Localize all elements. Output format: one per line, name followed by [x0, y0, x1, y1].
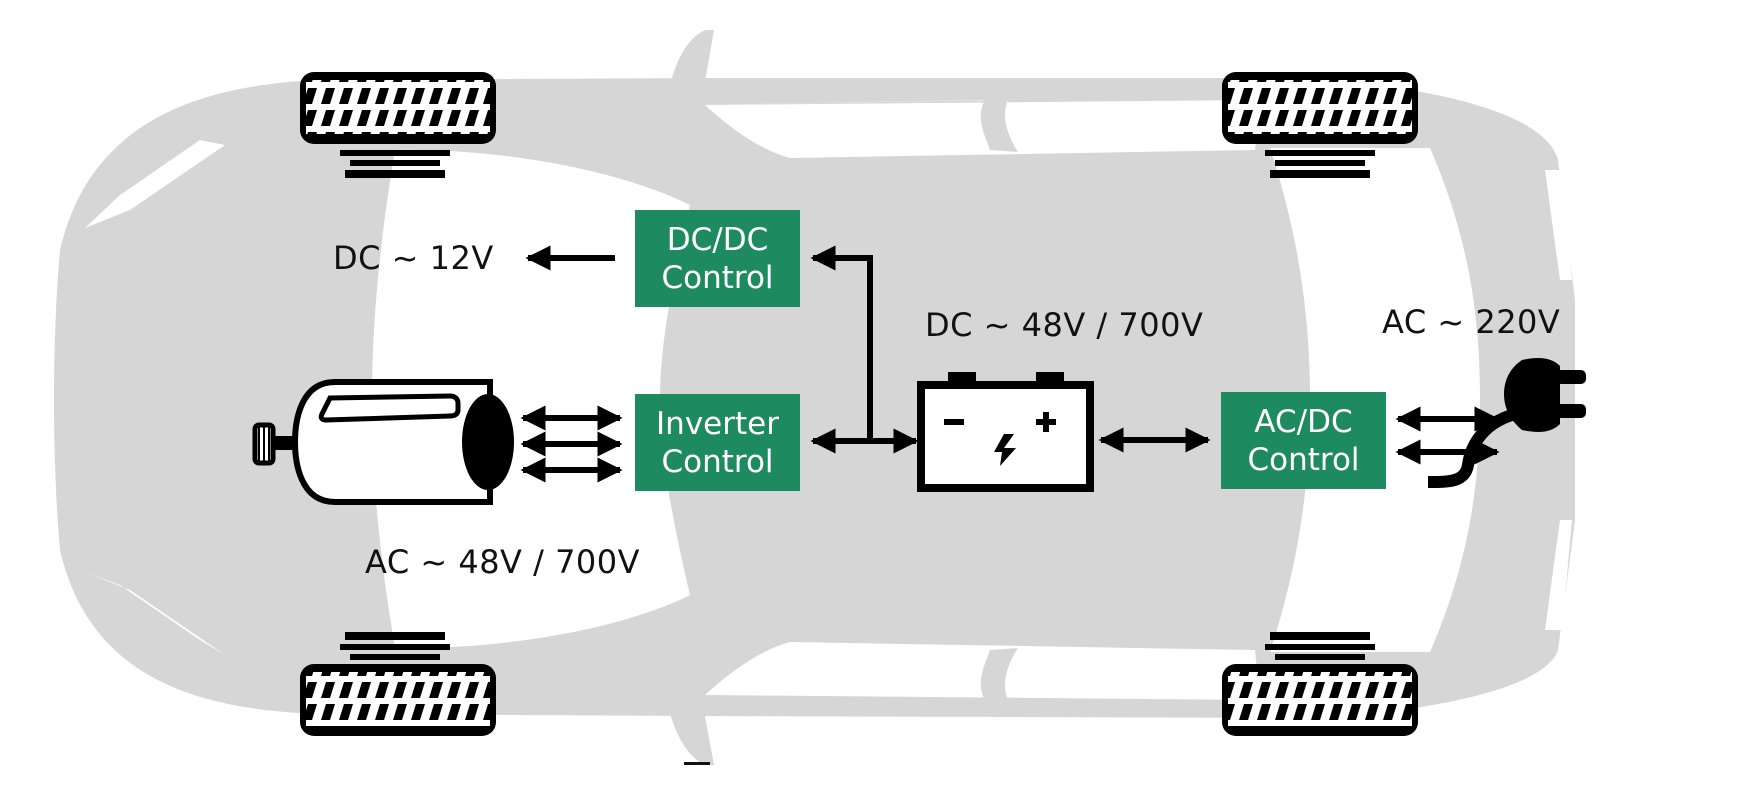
tail-lamp-bottom: [1545, 520, 1572, 630]
battery-to-dcdc-arrow: [810, 245, 873, 441]
pillar-divider-top: [980, 100, 1018, 152]
car-silhouette: [54, 30, 1575, 765]
a-pillar-bottom: [665, 690, 714, 765]
side-window-bottom-band: [705, 642, 1260, 700]
windshield: [372, 149, 690, 649]
tail-lamp-top: [1545, 170, 1572, 280]
tire-icon: [300, 72, 496, 178]
connection-arrows: [520, 245, 1500, 483]
motor-icon: [252, 379, 514, 505]
label-ac-220v: AC ~ 220V: [1382, 303, 1561, 341]
acdc-control-box: AC/DC Control: [1221, 392, 1386, 489]
inverter-control-bg: [635, 394, 800, 491]
side-window-top-band: [705, 100, 1260, 158]
dcdc-control-line1: DC/DC: [666, 221, 769, 258]
battery-icon: [917, 372, 1094, 492]
acdc-control-bg: [1221, 392, 1386, 489]
headlight-top: [85, 140, 225, 228]
label-ac-48v-700v: AC ~ 48V / 700V: [365, 543, 641, 581]
inverter-control-box: Inverter Control: [635, 394, 800, 491]
dcdc-control-box: DC/DC Control: [635, 210, 800, 307]
inverter-control-line2: Control: [661, 443, 774, 480]
inverter-control-line1: Inverter: [656, 405, 779, 442]
acdc-control-line2: Control: [1247, 441, 1360, 478]
a-pillar-top: [665, 30, 714, 110]
tire-icon: [1222, 632, 1418, 736]
acdc-control-line1: AC/DC: [1254, 403, 1353, 440]
pillar-divider-bottom: [980, 648, 1018, 700]
label-dc-12v: DC ~ 12V: [333, 239, 494, 277]
tire-icon: [300, 632, 496, 736]
dcdc-control-line2: Control: [661, 259, 774, 296]
antenna-mark: [684, 762, 710, 765]
tire-icon: [1222, 72, 1418, 178]
dcdc-control-bg: [635, 210, 800, 307]
label-dc-48v-700v: DC ~ 48V / 700V: [925, 306, 1204, 344]
